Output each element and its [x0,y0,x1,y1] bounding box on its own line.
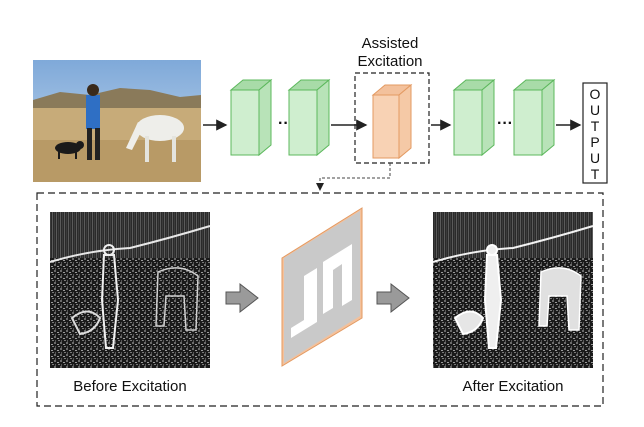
output-letter: P [590,134,599,150]
ellipsis-2: ··· [497,115,513,132]
input-photo [33,60,201,182]
conv-block-1 [229,78,273,157]
output-box [582,82,608,184]
conv-block-4 [512,78,556,157]
excitation-detail-panel [36,192,604,407]
output-letter: U [590,102,600,118]
conv-block-2 [287,78,331,157]
output-letter: O [590,86,601,102]
assisted-label-line1: Assisted [362,35,419,52]
feature-map-before [49,212,211,368]
before-caption: Before Excitation [73,378,186,395]
output-letter: T [591,166,600,182]
assisted-label-line2: Excitation [357,53,422,70]
conv-block-3 [452,78,496,157]
attention-mask [281,207,363,367]
output-letter: T [591,118,600,134]
assisted-excitation-block [371,83,413,160]
feature-map-after [432,212,594,368]
assisted-excitation-box [354,72,430,164]
after-caption: After Excitation [463,378,564,395]
transform-arrow [225,282,259,314]
connector-arrow [316,163,391,191]
transform-arrow [376,282,410,314]
output-letter: U [590,150,600,166]
